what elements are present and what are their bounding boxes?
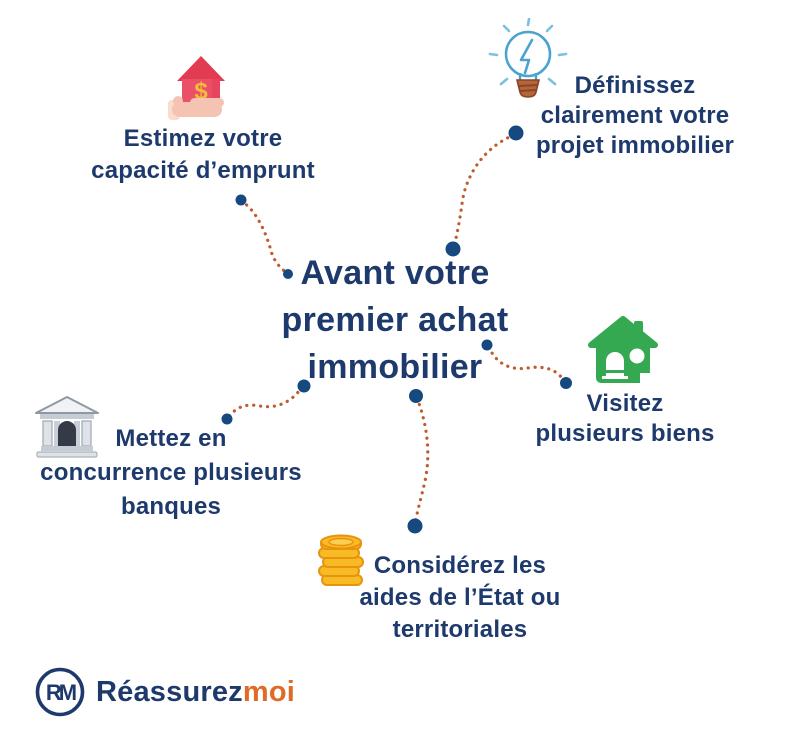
label-visit-properties: Visitez plusieurs biens	[535, 390, 715, 447]
brand-primary: Réassurez	[96, 675, 243, 708]
label-state-aid: Considérez les aides de l’État ou territ…	[359, 552, 561, 643]
connector-end-dots	[221, 125, 572, 534]
lightbulb-icon	[484, 17, 572, 113]
reassurezmoi-logo: RM Réassurezmoi	[34, 666, 295, 718]
label-define-project: Définissez clairement votre projet immob…	[535, 72, 735, 159]
rm-monogram-icon: RM	[35, 667, 85, 717]
label-estimate-borrowing-capacity: Estimez votre capacité d’emprunt	[91, 125, 315, 184]
connector-define	[452, 133, 516, 249]
rm-monogram-text: RM	[46, 680, 76, 705]
connector-aid	[413, 396, 430, 526]
brand-secondary: moi	[242, 675, 296, 708]
connector-banks	[227, 385, 304, 419]
green-house-icon	[585, 314, 661, 395]
brand-wordmark: Réassurezmoi	[96, 676, 295, 709]
coins-icon	[314, 530, 370, 595]
label-compare-banks: Mettez en concurrence plusieurs banques	[40, 425, 302, 520]
house-dollar-hand-icon: $	[168, 54, 234, 129]
bank-icon	[33, 394, 101, 467]
connector-visit	[487, 345, 566, 383]
page-title: Avant votre premier achat immobilier	[281, 254, 509, 386]
